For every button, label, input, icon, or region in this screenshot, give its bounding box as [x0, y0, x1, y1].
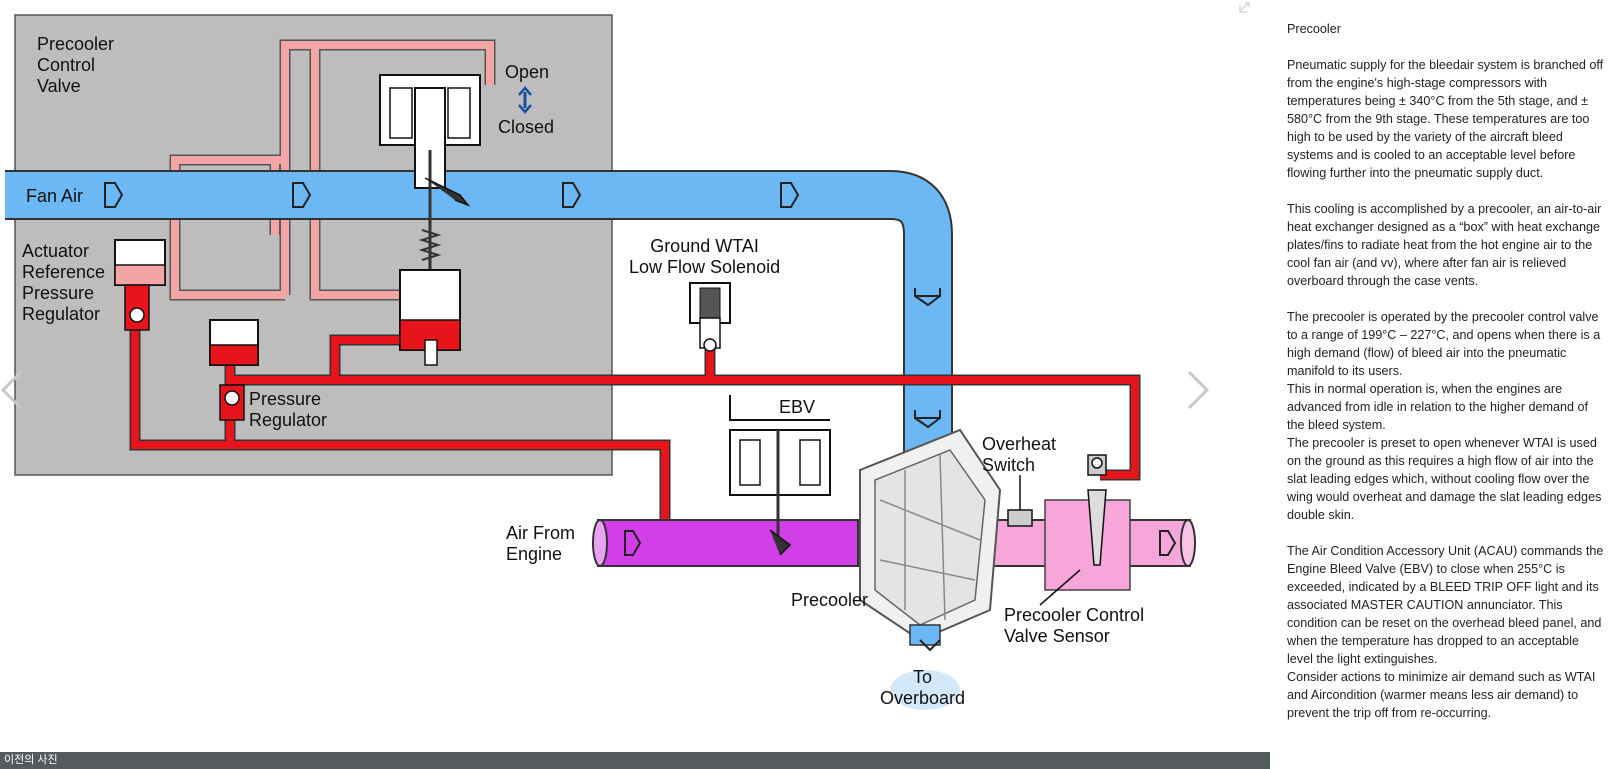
label-closed: Closed	[498, 117, 555, 137]
caption-text: 이전의 사진	[4, 754, 58, 766]
precooler-diagram	[5, 14, 1196, 710]
expand-icon	[1239, 2, 1250, 13]
description-panel: Precooler Pneumatic supply for the bleed…	[1287, 20, 1605, 760]
pressure-regulator-unit	[209, 319, 259, 421]
label-to-overboard: To Overboard	[880, 667, 966, 708]
precooler-control-valve-sensor	[1039, 454, 1107, 606]
fan-air-duct	[5, 172, 951, 520]
previous-image-button[interactable]	[0, 360, 32, 420]
chevron-left-icon	[0, 370, 23, 410]
image-viewer: Precooler Control Valve Open Closed Fan …	[0, 0, 1270, 769]
chevron-right-icon	[1187, 370, 1210, 410]
label-fan-air: Fan Air	[26, 186, 84, 206]
panel-paragraph: Pneumatic supply for the bleedair system…	[1287, 58, 1604, 180]
label-ground-wtai-solenoid: Ground WTAI Low Flow Solenoid	[629, 236, 781, 277]
label-air-from-engine: Air From Engine	[506, 523, 575, 564]
label-open: Open	[505, 62, 550, 82]
precooler-control-valve-actuator	[379, 74, 481, 366]
label-pressure-regulator: Pressure Regulator	[249, 389, 328, 430]
next-image-button[interactable]	[1178, 360, 1218, 420]
engine-air-duct	[597, 519, 859, 567]
caption-bar: 이전의 사진	[0, 752, 1270, 769]
open-closed-arrow-icon	[518, 86, 532, 114]
panel-paragraph: This cooling is accomplished by a precoo…	[1287, 202, 1602, 288]
panel-paragraph: The Air Condition Accessory Unit (ACAU) …	[1287, 544, 1604, 720]
label-actuator-reference-regulator: Actuator Reference Pressure Regulator	[22, 241, 106, 324]
panel-paragraph: The precooler is operated by the precool…	[1287, 310, 1602, 522]
ground-wtai-solenoid	[689, 282, 731, 352]
engine-bleed-valve	[729, 395, 831, 556]
label-overheat-switch: Overheat Switch	[982, 434, 1057, 475]
overheat-switch	[1007, 475, 1033, 527]
label-precooler-control-valve: Precooler Control Valve	[37, 34, 115, 96]
label-precooler-control-valve-sensor: Precooler Control Valve Sensor	[1004, 605, 1145, 646]
label-precooler: Precooler	[791, 590, 869, 610]
precooler-unit	[859, 428, 1002, 710]
actuator-reference-regulator	[114, 239, 166, 331]
panel-title: Precooler	[1287, 22, 1341, 36]
expand-button[interactable]	[1238, 0, 1258, 14]
label-ebv: EBV	[779, 397, 816, 417]
